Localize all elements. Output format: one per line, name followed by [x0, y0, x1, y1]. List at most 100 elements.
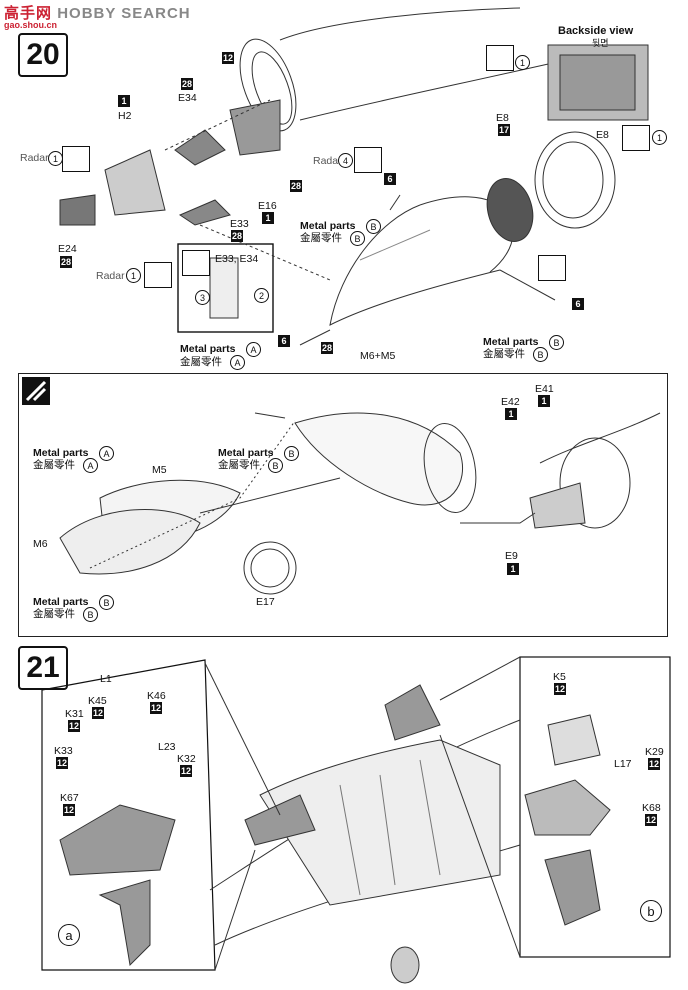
label-k46: K46 [147, 690, 166, 702]
circle-inset-b2-cn: B [83, 607, 98, 622]
badge-k68: 12 [645, 814, 657, 826]
circle-inset-a-cn: A [83, 458, 98, 473]
label-inset-metal-a: Metal parts [33, 447, 89, 459]
label-k68: K68 [642, 802, 661, 814]
circle-2: 2 [254, 288, 269, 303]
label-backside-view: Backside view [558, 25, 634, 37]
badge-h2: 1 [118, 95, 130, 107]
check-thumb-5 [622, 125, 650, 151]
circle-1a: 1 [48, 151, 63, 166]
circle-1b: 1 [126, 268, 141, 283]
badge-e24: 28 [60, 256, 72, 268]
label-metal-b2-cn: 金屬零件 [483, 348, 525, 360]
label-e8-backside: E8 [596, 129, 609, 141]
label-k29: K29 [645, 746, 664, 758]
badge-k46: 12 [150, 702, 162, 714]
circle-1d: 1 [652, 130, 667, 145]
label-inset-metal-b2-cn: 金屬零件 [33, 608, 75, 620]
label-m5: M5 [152, 464, 167, 476]
badge-6-metal-b2: 6 [572, 298, 584, 310]
check-thumb-2 [144, 262, 172, 288]
badge-k33: 12 [56, 757, 68, 769]
label-radar-3: Radar [313, 155, 342, 167]
badge-28-e34: 28 [181, 78, 193, 90]
label-e34: E34 [178, 92, 197, 104]
label-radar-1: Radar [20, 152, 49, 164]
badge-k31: 12 [68, 720, 80, 732]
label-l17: L17 [614, 758, 632, 770]
label-metal-a: Metal parts [180, 343, 236, 355]
label-inset-metal-b1: Metal parts [218, 447, 274, 459]
label-l23: L23 [158, 741, 176, 753]
check-thumb-3 [354, 147, 382, 173]
step-number-20: 20 [18, 33, 68, 77]
label-e42: E42 [501, 396, 520, 408]
cut-icon [22, 377, 50, 405]
circle-b2: B [549, 335, 564, 350]
label-l1: L1 [100, 673, 112, 685]
label-inset-metal-b2: Metal parts [33, 596, 89, 608]
watermark-logo: 高手网 HOBBY SEARCH [4, 5, 191, 22]
label-radar-2: Radar [96, 270, 125, 282]
badge-6-metal-b1: 6 [384, 173, 396, 185]
circle-b1-cn: B [350, 231, 365, 246]
circle-b2-cn: B [533, 347, 548, 362]
circle-inset-b1: B [284, 446, 299, 461]
badge-k67: 12 [63, 804, 75, 816]
circle-inset-a: A [99, 446, 114, 461]
badge-6-metal-a: 6 [278, 335, 290, 347]
badge-12: 12 [222, 52, 234, 64]
step21-drawing [41, 656, 671, 984]
circle-a-marker: a [58, 924, 80, 946]
badge-e41: 1 [538, 395, 550, 407]
label-e8: E8 [496, 112, 509, 124]
label-e24: E24 [58, 243, 77, 255]
label-k31: K31 [65, 708, 84, 720]
label-metal-b1: Metal parts [300, 220, 356, 232]
inset-drawing [59, 412, 661, 595]
circle-a-cn: A [230, 355, 245, 370]
badge-k45: 12 [92, 707, 104, 719]
badge-e42: 1 [505, 408, 517, 420]
label-k67: K67 [60, 792, 79, 804]
circle-inset-b1-cn: B [268, 458, 283, 473]
inset-check-thumb [182, 250, 210, 276]
label-inset-metal-a-cn: 金屬零件 [33, 459, 75, 471]
circle-b-marker: b [640, 900, 662, 922]
check-thumb-4 [486, 45, 514, 71]
circle-3: 3 [195, 290, 210, 305]
circle-b1: B [366, 219, 381, 234]
label-e33-e34: E33, E34 [215, 253, 259, 265]
badge-k5: 12 [554, 683, 566, 695]
label-k32: K32 [177, 753, 196, 765]
label-e33: E33 [230, 218, 249, 230]
label-backside-kr: 뒷면 [592, 38, 609, 48]
step20-drawing [59, 7, 649, 346]
label-m6-m5: M6+M5 [360, 350, 396, 362]
label-k5: K5 [553, 671, 566, 683]
badge-e8: 17 [498, 124, 510, 136]
badge-e33: 28 [231, 230, 243, 242]
circle-4: 4 [338, 153, 353, 168]
badge-28-cone: 28 [321, 342, 333, 354]
circle-1c: 1 [515, 55, 530, 70]
check-thumb-1 [62, 146, 90, 172]
badge-k29: 12 [648, 758, 660, 770]
badge-28-right: 28 [290, 180, 302, 192]
label-e9: E9 [505, 550, 518, 562]
badge-k32: 12 [180, 765, 192, 777]
label-h2: H2 [118, 110, 132, 122]
label-k45: K45 [88, 695, 107, 707]
label-metal-b2: Metal parts [483, 336, 539, 348]
check-thumb-6 [538, 255, 566, 281]
label-inset-metal-b1-cn: 金屬零件 [218, 459, 260, 471]
label-metal-a-cn: 金屬零件 [180, 356, 222, 368]
step-number-21: 21 [18, 646, 68, 690]
watermark-subtext: gao.shou.cn [4, 20, 58, 30]
label-e17: E17 [256, 596, 275, 608]
circle-inset-b2: B [99, 595, 114, 610]
circle-a: A [246, 342, 261, 357]
inset-panel [18, 373, 668, 637]
label-m6: M6 [33, 538, 48, 550]
label-metal-b1-cn: 金屬零件 [300, 232, 342, 244]
